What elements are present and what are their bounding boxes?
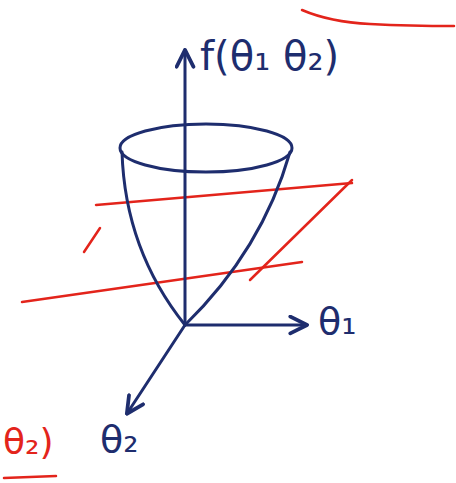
plane-edge	[96, 183, 352, 205]
axis-label: θ₂	[100, 420, 138, 458]
plane-edge	[84, 228, 100, 252]
vertical-axis	[184, 52, 187, 325]
tangent-plane	[22, 180, 352, 302]
paraboloid-side	[185, 152, 290, 325]
axis-label: θ₁	[318, 302, 356, 340]
function-label: f(θ₁ θ₂)	[200, 36, 339, 76]
plane-edge	[250, 180, 352, 280]
theta2-axis	[128, 325, 185, 412]
red-underline	[4, 476, 56, 478]
paraboloid-rim	[120, 124, 292, 172]
red-annotation: θ₂)	[3, 424, 54, 460]
red-stroke	[302, 10, 454, 26]
paraboloid-side	[122, 152, 185, 325]
plane-edge	[22, 262, 302, 302]
theta1-axis	[185, 324, 305, 327]
